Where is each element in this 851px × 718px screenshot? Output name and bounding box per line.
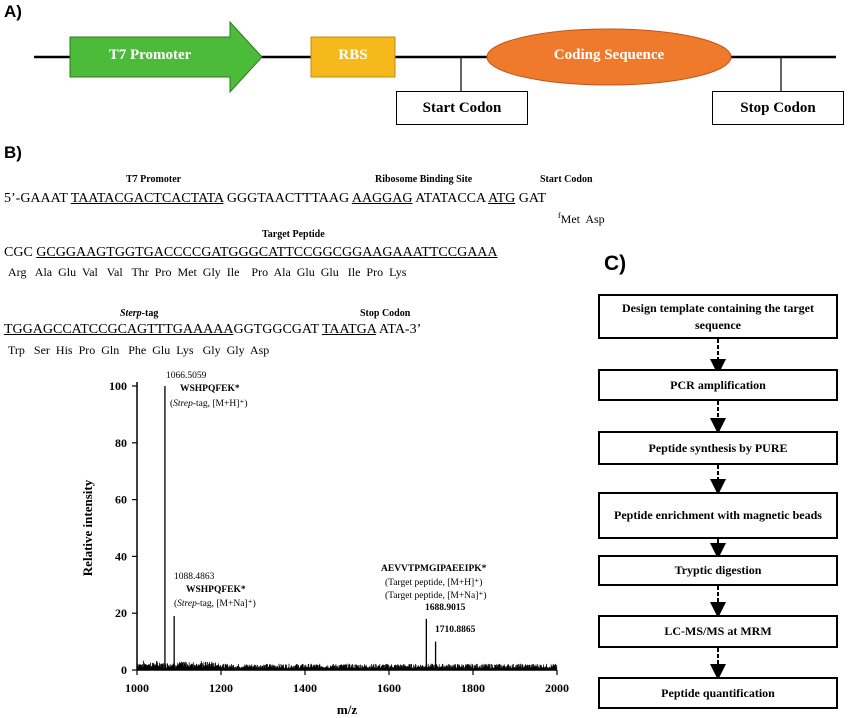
workflow-step-enrichment: Peptide enrichment with magnetic beads: [598, 492, 838, 539]
peak-3-sequence: AEVVTPMGIPAEEIPK*: [381, 564, 487, 574]
t7-promoter-arrow: [69, 20, 263, 94]
workflow-step-lcmsms: LC-MS/MS at MRM: [598, 615, 838, 648]
coding-sequence-label: Coding Sequence: [553, 47, 665, 63]
mass-spectrum-chart: 0 20 40 60 80 100 1000 1200 1400 1600 1800 2000 m/z R…: [80, 379, 569, 717]
annot-t7-promoter: T7 Promoter: [126, 174, 182, 185]
peak-2-desc: (Strep-tag, [M+Na]⁺): [174, 599, 256, 609]
y-tick-label: 20: [115, 606, 127, 620]
dna-line-2: CGC GCGGAAGTGGTGACCCCGATGGGCATTCCGGCGGAA…: [4, 245, 498, 260]
aa-line-3: Trp Ser His Pro Gln Phe Glu Lys Gly Gly …: [8, 343, 270, 357]
annot-target-peptide: Target Peptide: [262, 229, 325, 240]
aa-line-1: fMet Asp: [558, 211, 605, 226]
stop-codon-box: Stop Codon: [712, 91, 844, 125]
rbs-label: RBS: [338, 47, 368, 63]
peak-2-sequence: WSHPQFEK*: [186, 585, 246, 595]
x-tick-label: 1400: [293, 681, 317, 695]
workflow-step-tryptic-digestion: Tryptic digestion: [598, 555, 838, 586]
x-tick-label: 1600: [377, 681, 401, 695]
y-tick-label: 60: [115, 493, 127, 507]
peak-1-desc: (Strep-tag, [M+H]⁺): [170, 399, 248, 409]
workflow-step-quantification: Peptide quantification: [598, 677, 838, 709]
gene-construct-diagram: [34, 20, 836, 94]
x-tick-label: 2000: [545, 681, 569, 695]
peak-3-desc-1: (Target peptide, [M+H]⁺): [385, 578, 483, 588]
peak-1-sequence: WSHPQFEK*: [180, 384, 240, 394]
y-axis-label: Relative intensity: [80, 479, 95, 576]
x-tick-label: 1800: [461, 681, 485, 695]
t7-promoter-label: T7 Promoter: [108, 47, 192, 63]
y-tick-label: 100: [109, 379, 127, 393]
dna-line-3: TGGAGCCATCCGCAGTTTGAAAAAGGTGGCGAT TAATGA…: [4, 322, 422, 337]
x-tick-label: 1200: [209, 681, 233, 695]
y-tick-label: 0: [121, 663, 127, 677]
workflow-step-design-template: Design template containing the target se…: [598, 294, 838, 339]
y-tick-label: 80: [115, 436, 127, 450]
peak-3-label: 1688.9015: [425, 603, 466, 613]
baseline-noise: [137, 660, 558, 670]
panel-a-label: A): [4, 2, 22, 21]
workflow-step-pcr: PCR amplification: [598, 369, 838, 401]
panel-b-label: B): [4, 143, 22, 162]
annot-rbs: Ribosome Binding Site: [375, 174, 473, 185]
start-codon-box: Start Codon: [396, 91, 528, 125]
x-axis-label: m/z: [337, 702, 357, 717]
rbs-box: [310, 36, 396, 78]
dna-line-1: 5’-GAAAT TAATACGACTCACTATA GGGTAACTTTAAG…: [4, 191, 547, 206]
x-tick-label: 1000: [125, 681, 149, 695]
coding-sequence-ellipse: [486, 28, 732, 86]
peak-3-desc-2: (Target peptide, [M+Na]⁺): [385, 591, 487, 601]
workflow-step-pure-synthesis: Peptide synthesis by PURE: [598, 431, 838, 465]
peak-2-label: 1088.4863: [174, 572, 215, 582]
aa-line-2: Arg Ala Glu Val Val Thr Pro Met Gly Ile …: [8, 265, 407, 279]
annot-strep-tag: Sterp-tag: [120, 308, 159, 319]
annot-start-codon: Start Codon: [540, 174, 593, 185]
annot-stop-codon: Stop Codon: [360, 308, 411, 319]
y-tick-label: 40: [115, 549, 127, 563]
peak-4-label: 1710.8865: [435, 625, 476, 635]
panel-c-label: C): [604, 252, 627, 275]
peak-1-label: 1066.5059: [166, 371, 207, 381]
